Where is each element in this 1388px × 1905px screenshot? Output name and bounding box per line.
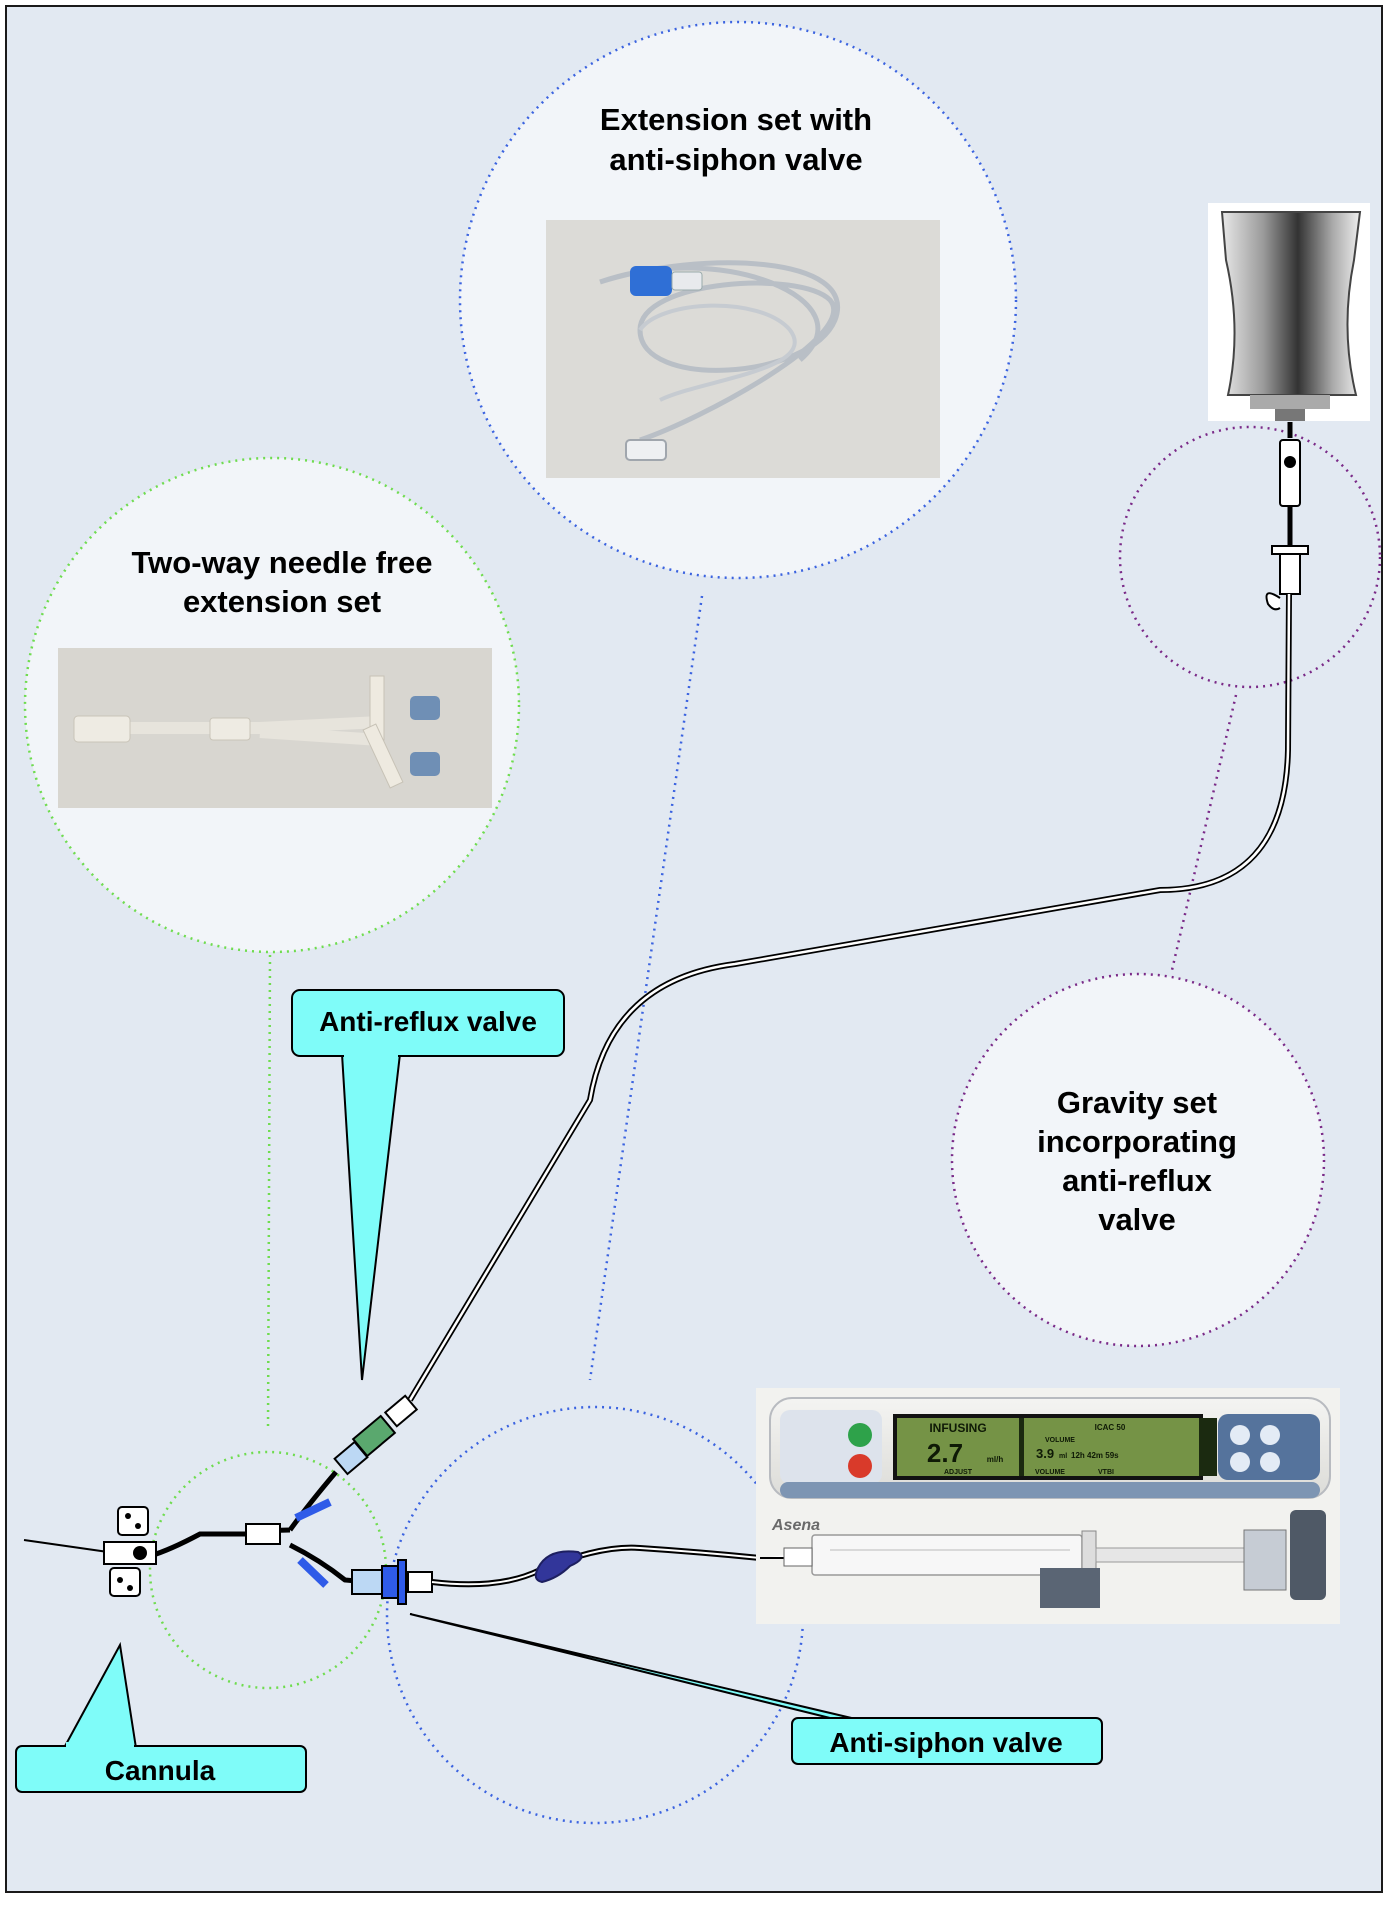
extension-set-photo <box>546 220 940 478</box>
syringe-pump: INFUSING 2.7 ml/h ICAC 50 VOLUME 3.9 ml … <box>756 1388 1340 1624</box>
bubble-gravity-line3: anti-reflux <box>1062 1163 1213 1198</box>
bubble-gravity-line1: Gravity set <box>1057 1085 1217 1120</box>
roller-clamp <box>534 1550 583 1584</box>
bubble-extension-set: Extension set with anti-siphon valve <box>458 20 1018 580</box>
anti-siphon-valve-assembly <box>351 1544 761 1605</box>
connector-blue <box>588 595 704 1381</box>
bubble-two-way-line1: Two-way needle free <box>132 545 433 580</box>
bubble-gravity: Gravity set incorporating anti-reflux va… <box>950 972 1326 1348</box>
pump-start-button[interactable] <box>848 1423 872 1447</box>
pump-key-2[interactable] <box>1260 1425 1280 1445</box>
callout-cannula-label: Cannula <box>105 1755 216 1786</box>
pump-key-3[interactable] <box>1230 1452 1250 1472</box>
two-way-photo <box>58 648 492 808</box>
pump-key-4[interactable] <box>1260 1452 1280 1472</box>
pump-time-left: 12h 42m 59s <box>1071 1451 1119 1460</box>
bubble-extension-set-line1: Extension set with <box>600 102 872 137</box>
pump-softkey-1[interactable]: ADJUST <box>944 1469 973 1476</box>
y-extension <box>149 1470 369 1588</box>
callout-cannula: Cannula <box>15 1641 307 1793</box>
callout-anti-reflux: Anti-reflux valve <box>291 989 565 1381</box>
pump-softkey-3[interactable]: VTBI <box>1098 1469 1114 1476</box>
pump-stop-button[interactable] <box>848 1454 872 1478</box>
pump-volume-value: 3.9 <box>1036 1446 1054 1461</box>
anti-reflux-valve-assembly <box>333 1394 419 1476</box>
iv-bag <box>1208 203 1370 421</box>
bubble-gravity-line2: incorporating <box>1037 1124 1237 1159</box>
bubble-two-way: Two-way needle free extension set <box>23 456 521 954</box>
pump-key-1[interactable] <box>1230 1425 1250 1445</box>
cannula-device <box>23 1506 157 1597</box>
bubble-gravity-line4: valve <box>1098 1202 1176 1237</box>
callout-anti-siphon-label: Anti-siphon valve <box>829 1727 1062 1758</box>
drip-chamber <box>1279 439 1301 507</box>
pump-volume-label: VOLUME <box>1045 1437 1075 1444</box>
pump-status: INFUSING <box>929 1421 986 1435</box>
pump-rate-unit: ml/h <box>987 1455 1004 1464</box>
pump-mode: ICAC 50 <box>1095 1423 1126 1432</box>
zoom-circle-drip-chamber <box>1118 425 1382 689</box>
bubble-two-way-line2: extension set <box>183 584 381 619</box>
bubble-extension-set-line2: anti-siphon valve <box>609 142 862 177</box>
pump-softkey-2[interactable]: VOLUME <box>1035 1469 1065 1476</box>
pump-rate: 2.7 <box>927 1438 963 1468</box>
callout-anti-siphon: Anti-siphon valve <box>409 1613 1103 1765</box>
pump-volume-unit: ml <box>1059 1453 1067 1460</box>
pump-brand: Asena <box>771 1517 820 1534</box>
callout-anti-reflux-label: Anti-reflux valve <box>319 1006 537 1037</box>
connector-purple <box>1170 694 1238 971</box>
gravity-set <box>407 422 1309 1402</box>
